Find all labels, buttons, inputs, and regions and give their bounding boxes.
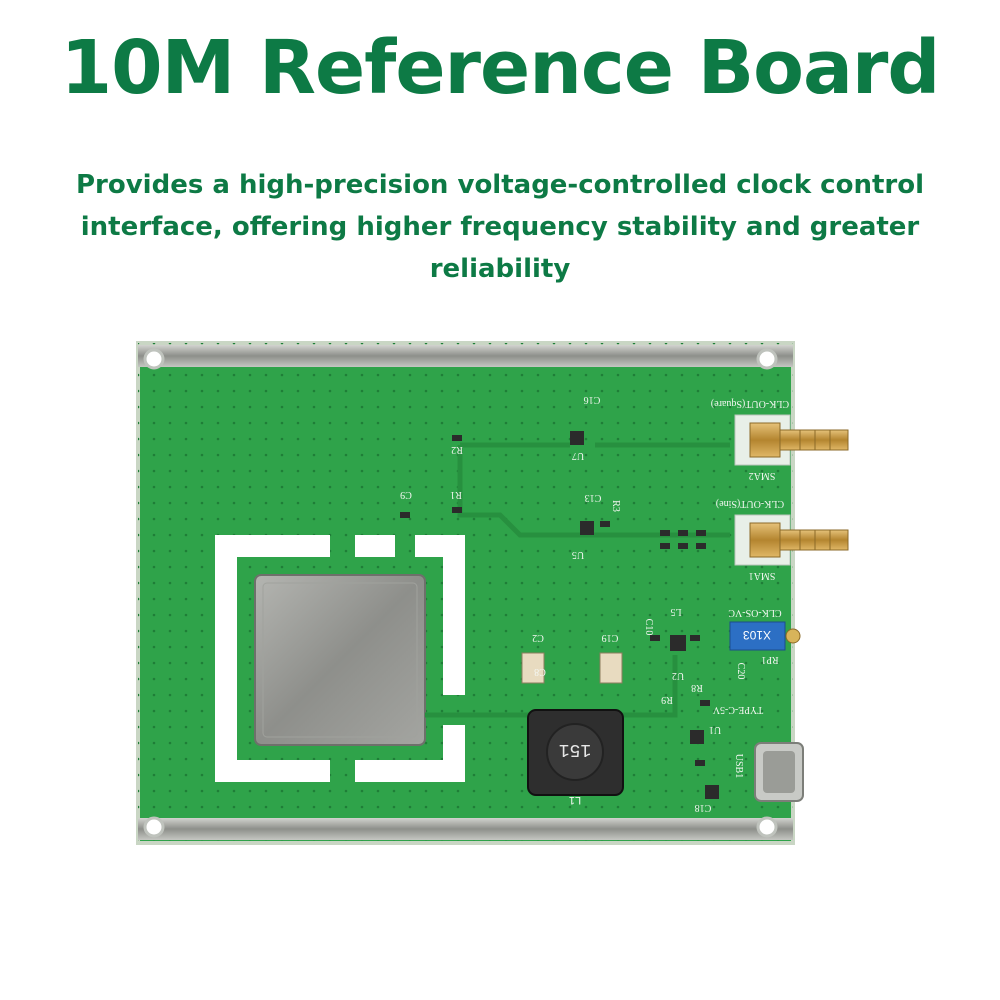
page-subtitle: Provides a high-precision voltage-contro… (75, 170, 924, 284)
pot-marking: X103 (743, 628, 771, 642)
label-rp1: RP1 (761, 654, 778, 665)
tantalum-capacitors (521, 652, 623, 684)
inductor-marking: 151 (559, 739, 591, 759)
label-usb1: USB1 (733, 754, 744, 778)
label-sma2: SMA2 (749, 470, 776, 481)
label-c8: C8 (534, 666, 546, 677)
label-l5: L5 (670, 606, 681, 617)
label-u1: U1 (709, 724, 721, 735)
label-r9: R9 (661, 694, 673, 705)
usb-c-connector (754, 742, 804, 802)
label-c2: C2 (532, 632, 544, 643)
label-sma1: SMA1 (749, 570, 776, 581)
label-c20: C20 (735, 663, 746, 680)
isolation-frame (215, 535, 465, 782)
label-c13: C13 (585, 492, 602, 503)
label-clk-out-sine: CLK-OUT(Sine) (716, 498, 784, 509)
label-u7: U7 (572, 450, 584, 461)
label-r2: R2 (451, 444, 463, 455)
product-photo: 151 L1 X103 (130, 335, 870, 855)
mounting-holes (143, 348, 778, 838)
power-inductor: 151 L1 (527, 709, 624, 806)
label-r1: R1 (450, 489, 462, 500)
label-l1: L1 (569, 794, 581, 806)
label-clk-out-square: CLK-OUT(Square) (711, 398, 789, 409)
sma2-connector (734, 414, 849, 466)
label-c10: C10 (643, 619, 654, 636)
ocxo-oscillator (254, 574, 426, 746)
bottom-steel-rail (138, 818, 793, 840)
label-u2: U2 (672, 670, 684, 681)
smd-components (400, 431, 719, 799)
sma1-connector (734, 514, 849, 566)
label-r8: R8 (691, 682, 703, 693)
page-title: 10M Reference Board (60, 25, 941, 111)
label-c16: C16 (584, 394, 601, 405)
label-r3: R3 (610, 500, 621, 512)
label-u5: U5 (572, 549, 584, 560)
label-type-c: TYPE-C-5V (712, 704, 763, 715)
label-c9: C9 (400, 489, 412, 500)
label-c18: C18 (695, 802, 712, 813)
top-steel-rail (138, 345, 793, 367)
label-c19: C19 (602, 632, 619, 643)
label-clk-os-vc: CLK-OS-VC (728, 607, 782, 618)
trimmer-potentiometer: X103 (729, 621, 801, 651)
